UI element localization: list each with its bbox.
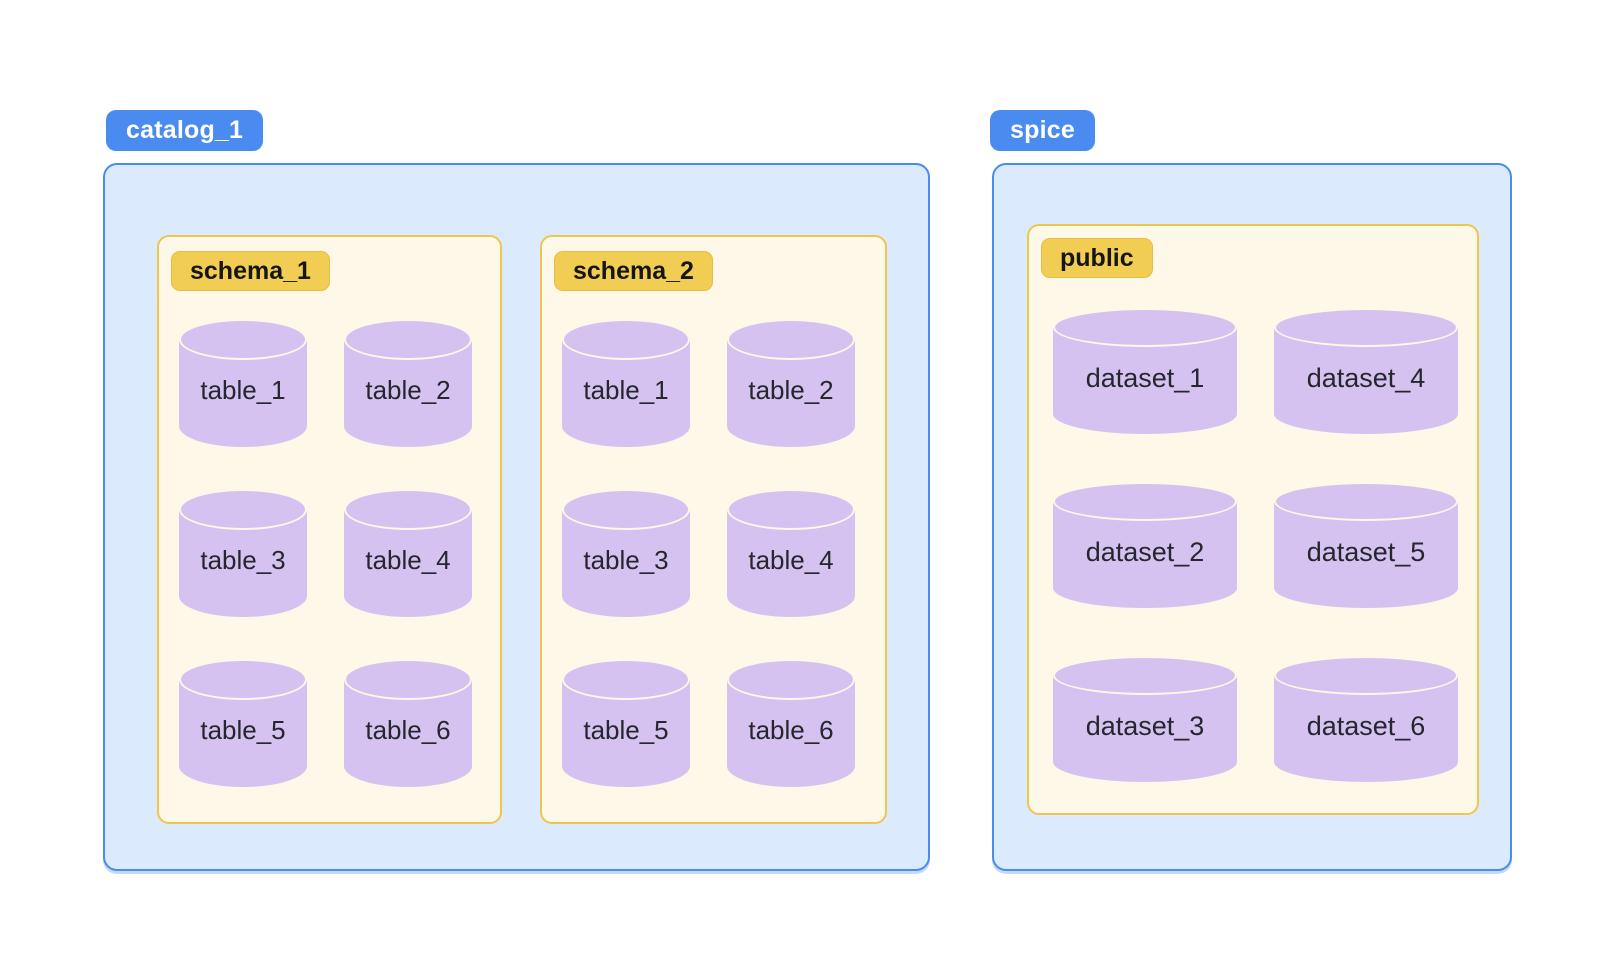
database-cylinder-icon: dataset_5	[1274, 482, 1458, 608]
database-cylinder-icon: table_4	[344, 489, 472, 617]
cylinder-lid	[1053, 308, 1237, 347]
table-label: table_3	[200, 545, 286, 575]
cylinder-lid	[179, 659, 307, 700]
table-label: table_1	[583, 375, 669, 405]
database-cylinder-icon: table_6	[344, 659, 472, 787]
cylinder-lid	[562, 659, 690, 700]
dataset-label: dataset_2	[1085, 537, 1205, 567]
schema-2-table-grid: table_1 table_2 table_3 table_4	[562, 319, 855, 787]
cylinder-lid	[1274, 656, 1458, 695]
database-cylinder-icon: table_2	[344, 319, 472, 447]
database-cylinder-icon: dataset_3	[1053, 656, 1237, 782]
cylinder-lid	[344, 319, 472, 360]
database-cylinder-icon: table_1	[179, 319, 307, 447]
cylinder-lid	[344, 489, 472, 530]
database-cylinder-icon: table_5	[179, 659, 307, 787]
database-cylinder-icon: dataset_4	[1274, 308, 1458, 434]
table-label: table_6	[748, 715, 834, 745]
cylinder-lid	[344, 659, 472, 700]
table-label: table_2	[748, 375, 834, 405]
dataset-label: dataset_6	[1306, 711, 1426, 741]
table-label: table_4	[748, 545, 834, 575]
spice-container: public dataset_1 dataset_4 dataset_2	[992, 163, 1512, 871]
schema-2-box: schema_2 table_1 table_2 table_3	[540, 235, 887, 824]
spice-tag: spice	[990, 110, 1095, 151]
schema-1-tag: schema_1	[171, 251, 330, 291]
database-cylinder-icon: table_2	[727, 319, 855, 447]
table-label: table_1	[200, 375, 286, 405]
database-cylinder-icon: table_6	[727, 659, 855, 787]
dataset-label: dataset_4	[1306, 363, 1426, 393]
cylinder-lid	[562, 319, 690, 360]
dataset-label: dataset_1	[1085, 363, 1205, 393]
schema-1-box: schema_1 table_1 table_2 table_3	[157, 235, 502, 824]
cylinder-lid	[1053, 482, 1237, 521]
cylinder-lid	[179, 489, 307, 530]
table-label: table_2	[365, 375, 451, 405]
cylinder-lid	[727, 489, 855, 530]
cylinder-lid	[1274, 308, 1458, 347]
database-cylinder-icon: table_1	[562, 319, 690, 447]
schema-2-tag: schema_2	[554, 251, 713, 291]
dataset-label: dataset_5	[1306, 537, 1426, 567]
table-label: table_5	[200, 715, 286, 745]
cylinder-lid	[727, 319, 855, 360]
table-label: table_6	[365, 715, 451, 745]
catalog-tag: catalog_1	[106, 110, 264, 151]
database-cylinder-icon: table_3	[179, 489, 307, 617]
cylinder-lid	[1274, 482, 1458, 521]
database-cylinder-icon: dataset_2	[1053, 482, 1237, 608]
database-cylinder-icon: table_3	[562, 489, 690, 617]
cylinder-lid	[727, 659, 855, 700]
public-box: public dataset_1 dataset_4 dataset_2	[1027, 224, 1479, 815]
table-label: table_4	[365, 545, 451, 575]
dataset-label: dataset_3	[1085, 711, 1205, 741]
cylinder-lid	[1053, 656, 1237, 695]
public-tag: public	[1041, 238, 1153, 278]
database-cylinder-icon: dataset_6	[1274, 656, 1458, 782]
schema-1-table-grid: table_1 table_2 table_3 table_4	[179, 319, 472, 787]
cylinder-lid	[179, 319, 307, 360]
table-label: table_5	[583, 715, 669, 745]
database-cylinder-icon: table_4	[727, 489, 855, 617]
table-label: table_3	[583, 545, 669, 575]
catalog-container: schema_1 table_1 table_2 table_3	[103, 163, 930, 871]
database-cylinder-icon: dataset_1	[1053, 308, 1237, 434]
database-cylinder-icon: table_5	[562, 659, 690, 787]
public-dataset-grid: dataset_1 dataset_4 dataset_2 dataset_5	[1053, 308, 1458, 782]
cylinder-lid	[562, 489, 690, 530]
